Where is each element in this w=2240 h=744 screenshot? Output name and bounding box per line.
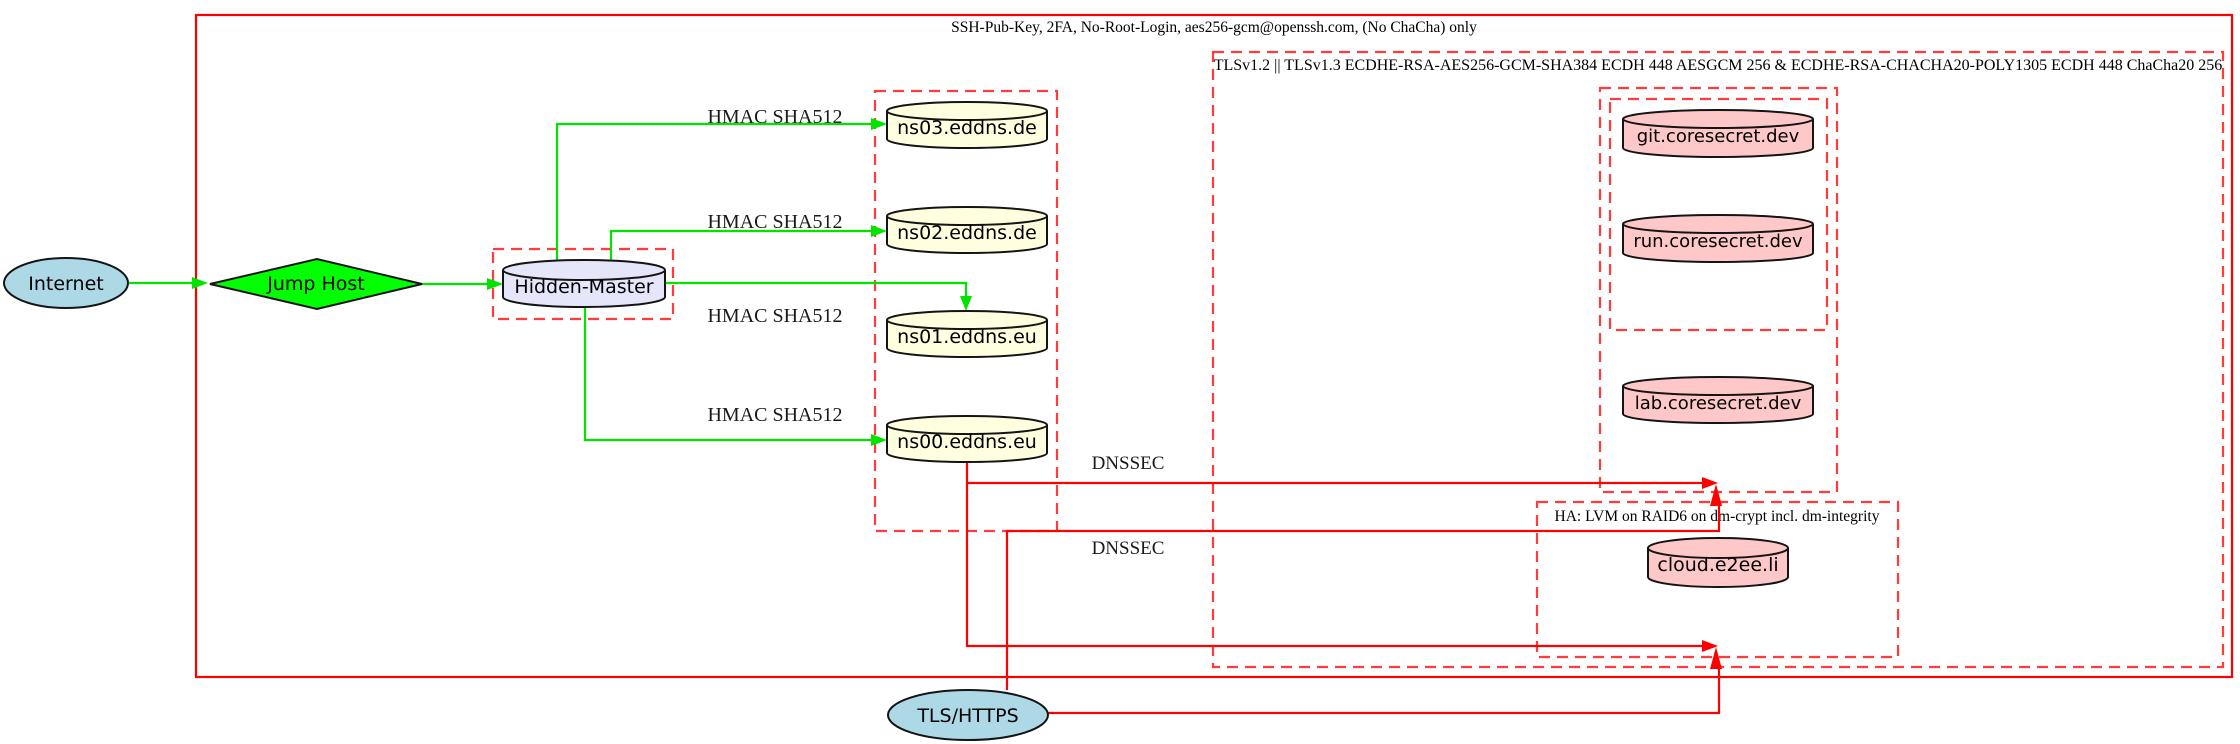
ssh-cluster-label: SSH-Pub-Key, 2FA, No-Root-Login, aes256-… [951,19,1477,36]
hmac-label-ns02: HMAC SHA512 [707,211,842,233]
node-internet: Internet [3,257,129,309]
edge-dnssec-lower [965,483,1703,648]
ns01-cylinder-lid [886,319,1048,330]
arrowhead-into-ns00 [871,434,887,446]
arrowhead-into-ns01 [960,296,972,311]
git-label: git.coresecret.dev [1637,126,1800,147]
git-cylinder-lid [1622,118,1814,129]
node-ns00: ns00.eddns.eu [886,415,1048,463]
jump-host-diamond [209,257,423,311]
lab-label: lab.coresecret.dev [1635,393,1802,414]
lab-cylinder-lid [1622,385,1814,396]
arrowhead-into-hiddenmaster [487,278,503,290]
arrowhead-into-coresecret [1710,484,1722,506]
node-run: run.coresecret.dev [1622,214,1814,263]
tls-https-ellipse [887,689,1049,741]
node-hidden-master: Hidden-Master [502,259,666,308]
node-git: git.coresecret.dev [1622,109,1814,158]
edge-hiddenmaster-ns03 [555,122,872,261]
ns03-label: ns03.eddns.de [897,117,1037,139]
arrowhead-into-ns03 [871,118,887,130]
ns00-cylinder-lid [886,424,1048,435]
ssh-cluster-box [194,13,2234,679]
tls-cluster-label: TLSv1.2 || TLSv1.3 ECDHE-RSA-AES256-GCM-… [1214,57,2223,74]
node-lab: lab.coresecret.dev [1622,376,1814,424]
coresecret-outer-cluster-box [1598,86,1839,494]
node-tls-https: TLS/HTTPS [887,689,1049,741]
ns00-label: ns00.eddns.eu [897,431,1037,453]
edge-tls-to-coresecret [1005,506,1721,690]
red-edges [965,462,1722,715]
internet-ellipse [3,257,129,309]
dnssec-label-lower: DNSSEC [1092,538,1165,559]
arrowhead-into-jumphost [192,277,208,289]
node-ns02: ns02.eddns.de [886,206,1048,254]
hidden-master-cluster-box [491,247,675,321]
tls-https-label: TLS/HTTPS [916,705,1018,727]
ns02-label: ns02.eddns.de [897,222,1037,244]
ns01-cylinder [886,310,1048,358]
node-jump-host: Jump Host [209,257,423,311]
git-cylinder [1622,109,1814,158]
ns03-cylinder-lid [886,110,1048,121]
lab-cylinder [1622,376,1814,424]
ns01-label: ns01.eddns.eu [897,326,1037,348]
ns00-cylinder [886,415,1048,463]
run-cylinder-lid [1622,223,1814,234]
hidden-master-label: Hidden-Master [514,276,653,298]
jump-host-label: Jump Host [266,273,365,295]
edge-hiddenmaster-ns01 [665,281,968,296]
ns02-cylinder [886,206,1048,254]
ha-cluster-label: HA: LVM on RAID6 on dm-crypt incl. dm-in… [1555,508,1880,525]
hidden-master-cylinder [502,259,666,308]
edge-hiddenmaster-ns02 [609,229,872,261]
arrowhead-dnssec-upper [1702,477,1718,489]
green-edges [128,118,972,446]
run-cylinder [1622,214,1814,263]
cloud-label: cloud.e2ee.li [1657,554,1778,576]
edge-hiddenmaster-ns00 [583,306,872,442]
edge-dnssec-upper [965,462,1703,485]
ns02-cylinder-lid [886,215,1048,226]
node-ns01: ns01.eddns.eu [886,310,1048,358]
node-ns03: ns03.eddns.de [886,101,1048,149]
arrowhead-dnssec-lower [1702,640,1718,652]
node-cloud: cloud.e2ee.li [1647,537,1789,588]
hmac-label-ns01: HMAC SHA512 [707,305,842,327]
internet-label: Internet [28,273,103,295]
ns03-cylinder [886,101,1048,149]
hmac-label-ns03: HMAC SHA512 [707,106,842,128]
coresecret-inner-cluster-box [1608,97,1829,332]
cloud-cylinder-lid [1647,547,1789,559]
hidden-master-cylinder-lid [502,269,666,281]
arrowhead-into-ns02 [871,225,887,237]
cloud-cylinder [1647,537,1789,588]
hmac-label-ns00: HMAC SHA512 [707,404,842,426]
arrowhead-into-ha [1710,647,1722,669]
run-label: run.coresecret.dev [1633,231,1803,252]
dnssec-label-upper: DNSSEC [1092,453,1165,474]
edge-tls-to-ha [1048,668,1721,715]
